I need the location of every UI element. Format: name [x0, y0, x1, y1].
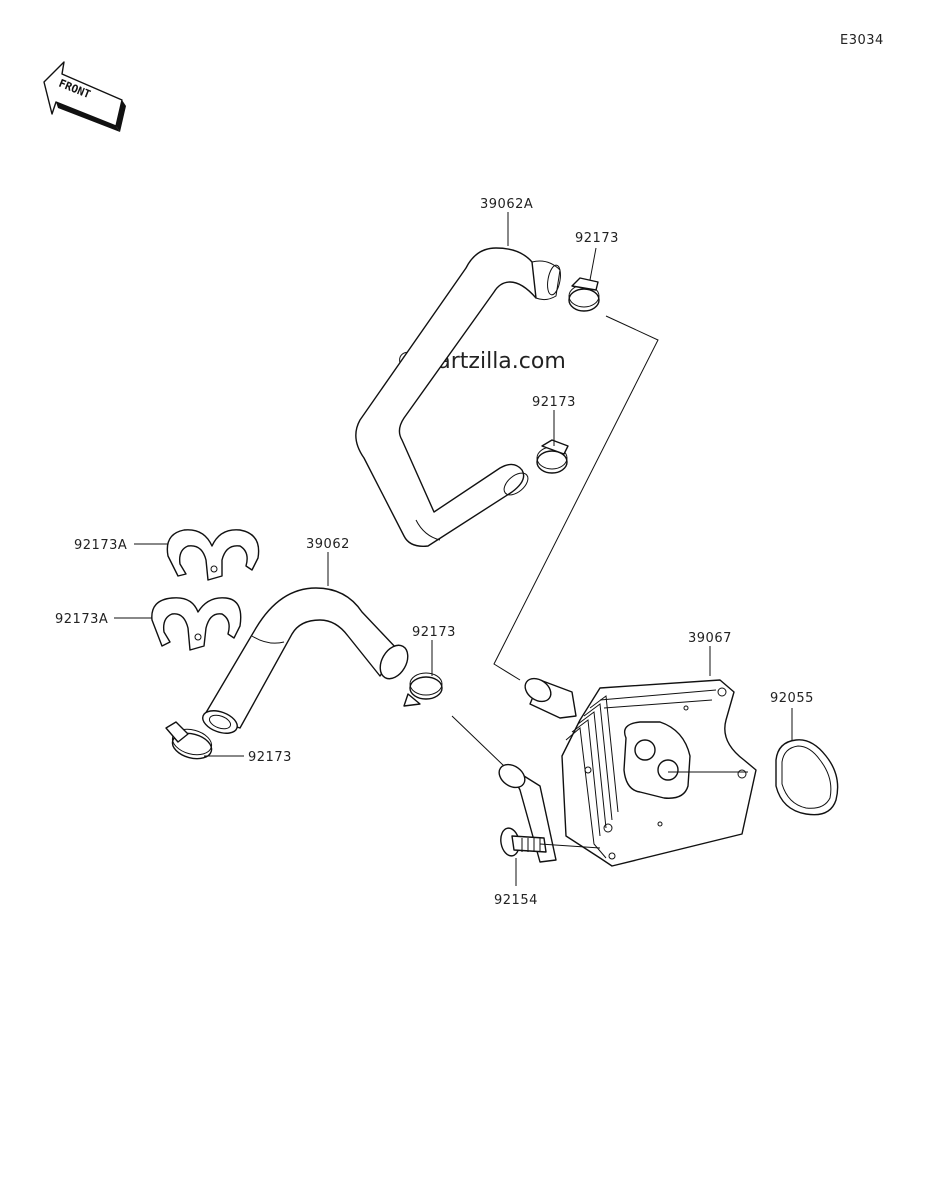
- leader-lines: [114, 212, 793, 886]
- hose-clamp-top[interactable]: [568, 277, 600, 312]
- diagram-code: E3034: [840, 33, 884, 48]
- callout-92173a-top: 92173A: [74, 538, 127, 553]
- callout-39067: 39067: [688, 631, 732, 646]
- hose-clip-a-bottom[interactable]: [151, 597, 242, 651]
- hose-clip-a-top[interactable]: [166, 529, 260, 581]
- callout-92173-bottom-left: 92173: [248, 750, 292, 765]
- front-arrow-icon: FRONT: [43, 61, 126, 132]
- callout-92173-center: 92173: [412, 625, 456, 640]
- o-ring-92055[interactable]: [775, 739, 839, 816]
- callout-92173-top: 92173: [575, 231, 619, 246]
- bolt-92154[interactable]: [499, 827, 547, 858]
- callout-39062a: 39062A: [480, 197, 533, 212]
- hose-clamp-center[interactable]: [403, 672, 443, 707]
- hose-39062a[interactable]: [355, 247, 563, 547]
- callout-92173a-bottom: 92173A: [55, 612, 108, 627]
- callout-39062: 39062: [306, 537, 350, 552]
- hose-39062[interactable]: [200, 587, 414, 738]
- callout-92055: 92055: [770, 691, 814, 706]
- callout-92173-middle: 92173: [532, 395, 576, 410]
- hose-clamp-bottom-left[interactable]: [165, 721, 214, 763]
- callout-92154: 92154: [494, 893, 538, 908]
- hose-clamp-middle[interactable]: [536, 439, 569, 474]
